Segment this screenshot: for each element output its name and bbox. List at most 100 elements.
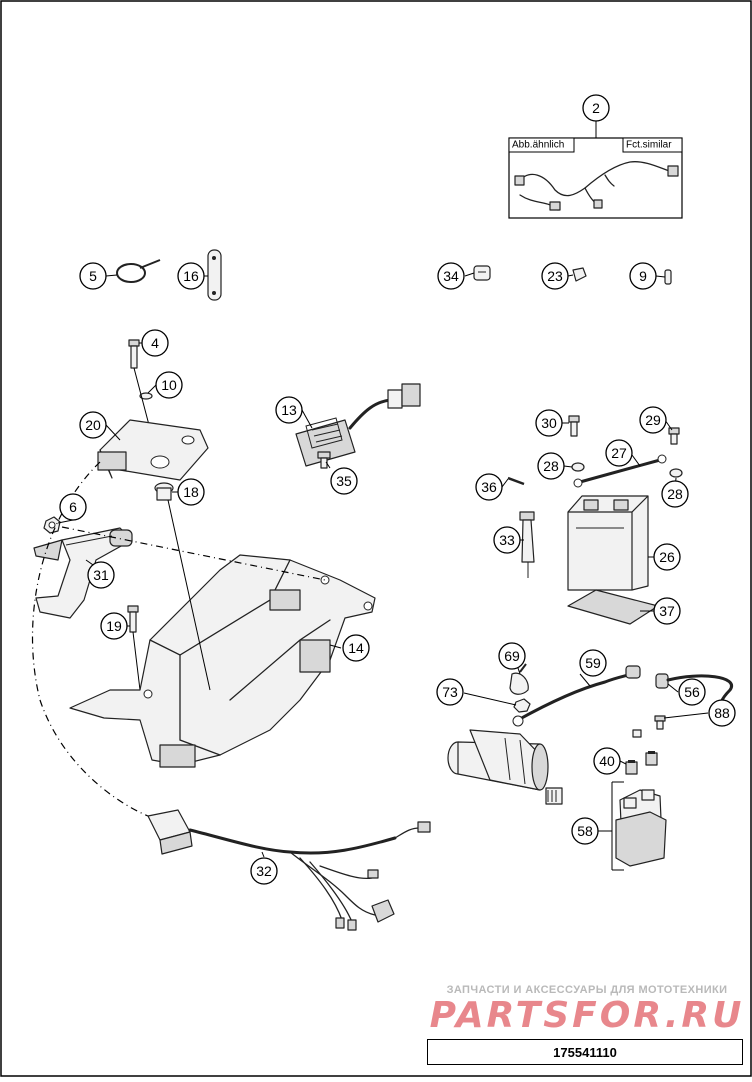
- callout-30: 30: [535, 409, 563, 437]
- svg-text:19: 19: [106, 618, 122, 634]
- svg-text:10: 10: [161, 377, 177, 393]
- svg-text:35: 35: [336, 473, 352, 489]
- svg-text:69: 69: [504, 648, 520, 664]
- callout-9: 9: [629, 262, 657, 290]
- assembly-line-6: [61, 526, 326, 581]
- callouts: 2 5 16 34 23 9 4 10 20 13 35 30 29 27 28…: [59, 94, 736, 885]
- svg-text:28: 28: [667, 486, 683, 502]
- svg-text:88: 88: [714, 705, 730, 721]
- cable-27: [573, 454, 667, 488]
- screw-36: [507, 476, 525, 486]
- callout-20: 20: [79, 411, 107, 439]
- variant-label-left: Abb.ähnlich: [512, 140, 564, 151]
- svg-text:31: 31: [93, 567, 109, 583]
- bushing-18: [154, 482, 174, 501]
- assembly-line-18: [167, 499, 211, 691]
- battery-holder-14: [69, 554, 376, 768]
- svg-text:20: 20: [85, 417, 101, 433]
- clip-34: [473, 265, 491, 281]
- svg-text:73: 73: [442, 684, 458, 700]
- drawing-number-box: 175541110: [427, 1039, 743, 1065]
- callout-13: 13: [275, 396, 303, 424]
- callout-23: 23: [541, 262, 569, 290]
- svg-text:30: 30: [541, 415, 557, 431]
- tab-33: [519, 511, 535, 578]
- callout-2: 2: [582, 94, 610, 122]
- svg-text:2: 2: [592, 100, 600, 116]
- svg-text:29: 29: [645, 412, 661, 428]
- callout-16: 16: [177, 262, 205, 290]
- pad-37: [567, 589, 659, 625]
- svg-text:34: 34: [443, 268, 459, 284]
- callout-58: 58: [571, 817, 599, 845]
- strap-16: [207, 249, 222, 301]
- callout-5: 5: [79, 262, 107, 290]
- holder-23: [572, 267, 587, 282]
- svg-text:40: 40: [599, 753, 615, 769]
- harness-variant-panel: Abb.ähnlich Fct.similar: [508, 121, 683, 219]
- nut-6: [43, 516, 61, 534]
- battery-26: [567, 495, 649, 591]
- svg-text:23: 23: [547, 268, 563, 284]
- callout-73: 73: [436, 678, 464, 706]
- svg-text:36: 36: [481, 479, 497, 495]
- svg-text:27: 27: [611, 445, 627, 461]
- watermark-tagline: ЗАПЧАСТИ И АКСЕССУАРЫ ДЛЯ МОТОТЕХНИКИ: [446, 984, 728, 996]
- callout-14: 14: [342, 634, 370, 662]
- callout-40: 40: [593, 747, 621, 775]
- callout-37: 37: [653, 597, 681, 625]
- svg-text:6: 6: [69, 499, 77, 515]
- svg-text:37: 37: [659, 603, 675, 619]
- callout-28b: 28: [661, 480, 689, 508]
- callout-69: 69: [498, 642, 526, 670]
- svg-text:32: 32: [256, 863, 272, 879]
- watermark-brand: PARTSFOR.RU: [429, 995, 745, 1036]
- callout-10: 10: [155, 371, 183, 399]
- bracket-31: [33, 527, 133, 619]
- callout-18: 18: [177, 478, 205, 506]
- screw-29: [668, 427, 680, 445]
- callout-59: 59: [579, 649, 607, 677]
- washer-10: [139, 392, 153, 400]
- callout-27: 27: [605, 439, 633, 467]
- starter-motor: [447, 729, 563, 805]
- cap-69: [509, 663, 529, 695]
- nut-73: [513, 698, 531, 713]
- callout-29: 29: [639, 406, 667, 434]
- callout-28a: 28: [537, 452, 565, 480]
- svg-text:5: 5: [89, 268, 97, 284]
- svg-text:13: 13: [281, 402, 297, 418]
- fuses-40: [625, 751, 658, 775]
- callout-36: 36: [475, 473, 503, 501]
- washer-28b: [669, 468, 683, 478]
- relay-58: [611, 781, 667, 871]
- callout-4: 4: [141, 329, 169, 357]
- svg-text:4: 4: [151, 335, 159, 351]
- svg-text:26: 26: [659, 549, 675, 565]
- svg-text:9: 9: [639, 268, 647, 284]
- svg-text:58: 58: [577, 823, 593, 839]
- callout-31: 31: [87, 561, 115, 589]
- screw-19: [127, 605, 139, 633]
- callout-35: 35: [330, 467, 358, 495]
- screw-88: [632, 715, 666, 738]
- variant-label-right: Fct.similar: [626, 140, 672, 151]
- svg-text:16: 16: [183, 268, 199, 284]
- callout-33: 33: [493, 526, 521, 554]
- callout-34: 34: [437, 262, 465, 290]
- cable-tie-5: [116, 259, 161, 283]
- callout-88: 88: [708, 699, 736, 727]
- svg-text:59: 59: [585, 655, 601, 671]
- washer-28a: [571, 462, 585, 472]
- svg-text:28: 28: [543, 458, 559, 474]
- regulator-13: [295, 383, 421, 467]
- screw-4: [128, 339, 140, 369]
- svg-text:56: 56: [684, 684, 700, 700]
- callout-56: 56: [678, 678, 706, 706]
- harness-32: [147, 809, 431, 931]
- callout-26: 26: [653, 543, 681, 571]
- svg-text:33: 33: [499, 532, 515, 548]
